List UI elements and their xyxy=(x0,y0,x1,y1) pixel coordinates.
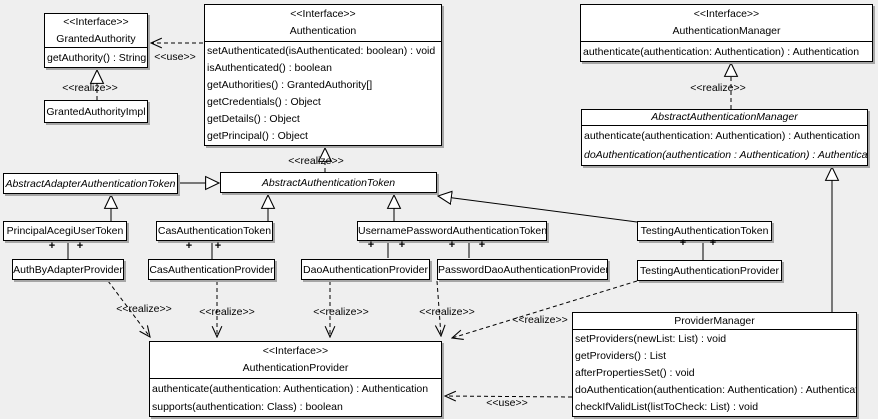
plus-mark: + xyxy=(214,240,222,252)
class-testing-authentication-provider[interactable]: TestingAuthenticationProvider xyxy=(637,260,782,281)
class-name: UsernamePasswordAuthenticationToken xyxy=(358,225,546,237)
class-name: CasAuthenticationToken xyxy=(157,225,272,237)
class-name: AbstractAuthenticationToken xyxy=(261,176,396,189)
realize-label: <<realize>> xyxy=(690,82,746,94)
class-name: DaoAuthenticationProvider xyxy=(303,263,428,276)
class-principal-acegi-user-token[interactable]: PrincipalAcegiUserToken xyxy=(3,221,127,241)
method-row: getProviders() : List xyxy=(575,350,667,362)
edge-use-providermanager-authenticationprovider xyxy=(445,396,573,397)
realize-label: <<realize>> xyxy=(62,82,118,94)
class-password-dao-authentication-provider[interactable]: PasswordDaoAuthenticationProvider xyxy=(437,259,608,280)
plus-mark: + xyxy=(478,239,486,251)
class-name: AuthenticationProvider xyxy=(242,362,349,374)
class-dao-authentication-provider[interactable]: DaoAuthenticationProvider xyxy=(301,259,430,280)
class-granted-authority-impl[interactable]: GrantedAuthorityImpl xyxy=(44,100,148,123)
method-row: authenticate(authentication: Authenticat… xyxy=(152,383,429,395)
class-authentication-provider[interactable]: <<Interface>> AuthenticationProvider aut… xyxy=(149,341,442,417)
method-row: getAuthorities() : GrantedAuthority[] xyxy=(207,79,373,91)
class-authentication[interactable]: <<Interface>> Authentication setAuthenti… xyxy=(204,4,442,146)
realize-label: <<realize>> xyxy=(116,303,172,315)
class-abstract-authentication-manager[interactable]: AbstractAuthenticationManager authentica… xyxy=(581,109,868,166)
edge-realize-authbyadapterprovider xyxy=(107,280,150,337)
plus-mark: + xyxy=(679,237,687,249)
class-name: AbstractAdapterAuthenticationToken xyxy=(5,177,176,190)
class-cas-authentication-token[interactable]: CasAuthenticationToken xyxy=(156,221,273,241)
class-authentication-manager[interactable]: <<Interface>> AuthenticationManager auth… xyxy=(580,4,873,62)
class-name: AuthenticationManager xyxy=(672,25,781,37)
plus-mark: + xyxy=(367,239,375,251)
realize-label: <<realize>> xyxy=(199,306,255,318)
class-provider-manager[interactable]: ProviderManager setProviders(newList: Li… xyxy=(572,312,857,417)
plus-mark: + xyxy=(398,239,406,251)
method-row: setProviders(newList: List) : void xyxy=(575,333,727,345)
use-label: <<use>> xyxy=(154,51,196,63)
class-testing-authentication-token[interactable]: TestingAuthenticationToken xyxy=(637,221,772,241)
plus-mark: + xyxy=(48,240,56,252)
stereotype-label: <<Interface>> xyxy=(693,8,760,20)
realize-label: <<realize>> xyxy=(288,155,344,167)
edge-realize-passworddaoprovider xyxy=(437,280,441,336)
method-row: afterPropertiesSet() : void xyxy=(575,367,695,379)
method-row: isAuthenticated() : boolean xyxy=(207,62,332,74)
method-row: getPrincipal() : Object xyxy=(207,130,308,142)
class-name: PasswordDaoAuthenticationProvider xyxy=(438,263,607,276)
class-granted-authority[interactable]: <<Interface>> GrantedAuthority getAuthor… xyxy=(44,13,148,68)
class-cas-authentication-provider[interactable]: CasAuthenticationProvider xyxy=(148,259,275,280)
plus-mark: + xyxy=(185,240,193,252)
method-row: authenticate(authentication: Authenticat… xyxy=(583,46,860,58)
realize-label: <<realize>> xyxy=(512,314,568,326)
class-name: AbstractAuthenticationManager xyxy=(651,111,798,123)
class-name: PrincipalAcegiUserToken xyxy=(6,225,124,237)
class-abstract-adapter-authentication-token[interactable]: AbstractAdapterAuthenticationToken xyxy=(3,173,178,194)
class-abstract-authentication-token[interactable]: AbstractAuthenticationToken xyxy=(220,172,437,193)
class-name: GrantedAuthorityImpl xyxy=(46,105,146,118)
class-name: AuthByAdapterProvider xyxy=(13,263,123,276)
plus-mark: + xyxy=(76,240,84,252)
class-name: TestingAuthenticationProvider xyxy=(640,264,779,277)
stereotype-label: <<Interface>> xyxy=(262,345,329,357)
use-label: <<use>> xyxy=(486,397,528,409)
method-row: authenticate(authentication: Authenticat… xyxy=(584,130,861,142)
class-name: GrantedAuthority xyxy=(56,32,136,45)
plus-mark: + xyxy=(709,237,717,249)
method-row: getDetails() : Object xyxy=(207,113,300,125)
class-name: ProviderManager xyxy=(674,314,755,327)
method-row: doAuthentication(authentication : Authen… xyxy=(584,149,867,161)
stereotype-label: <<Interface>> xyxy=(63,15,129,28)
class-username-password-authentication-token[interactable]: UsernamePasswordAuthenticationToken xyxy=(357,221,547,241)
method-row: getCredentials() : Object xyxy=(207,96,321,108)
class-name: Authentication xyxy=(289,25,357,37)
method-row: getAuthority() : String xyxy=(47,52,147,64)
edge-realize-testingprovider xyxy=(452,280,638,338)
method-row: setAuthenticated(isAuthenticated: boolea… xyxy=(207,45,436,57)
method-row: supports(authentication: Class) : boolea… xyxy=(152,401,343,413)
plus-mark: + xyxy=(448,239,456,251)
method-row: doAuthentication(authentication: Authent… xyxy=(575,384,856,396)
realize-label: <<realize>> xyxy=(419,306,475,318)
class-name: CasAuthenticationProvider xyxy=(149,263,274,276)
realize-label: <<realize>> xyxy=(313,306,369,318)
class-auth-by-adapter-provider[interactable]: AuthByAdapterProvider xyxy=(12,259,124,280)
edge-gen-testingtoken-abstracttoken xyxy=(438,196,638,223)
class-name: TestingAuthenticationToken xyxy=(640,225,769,237)
stereotype-label: <<Interface>> xyxy=(290,8,356,20)
method-row: checkIfValidList(listToCheck: List) : vo… xyxy=(575,401,759,413)
